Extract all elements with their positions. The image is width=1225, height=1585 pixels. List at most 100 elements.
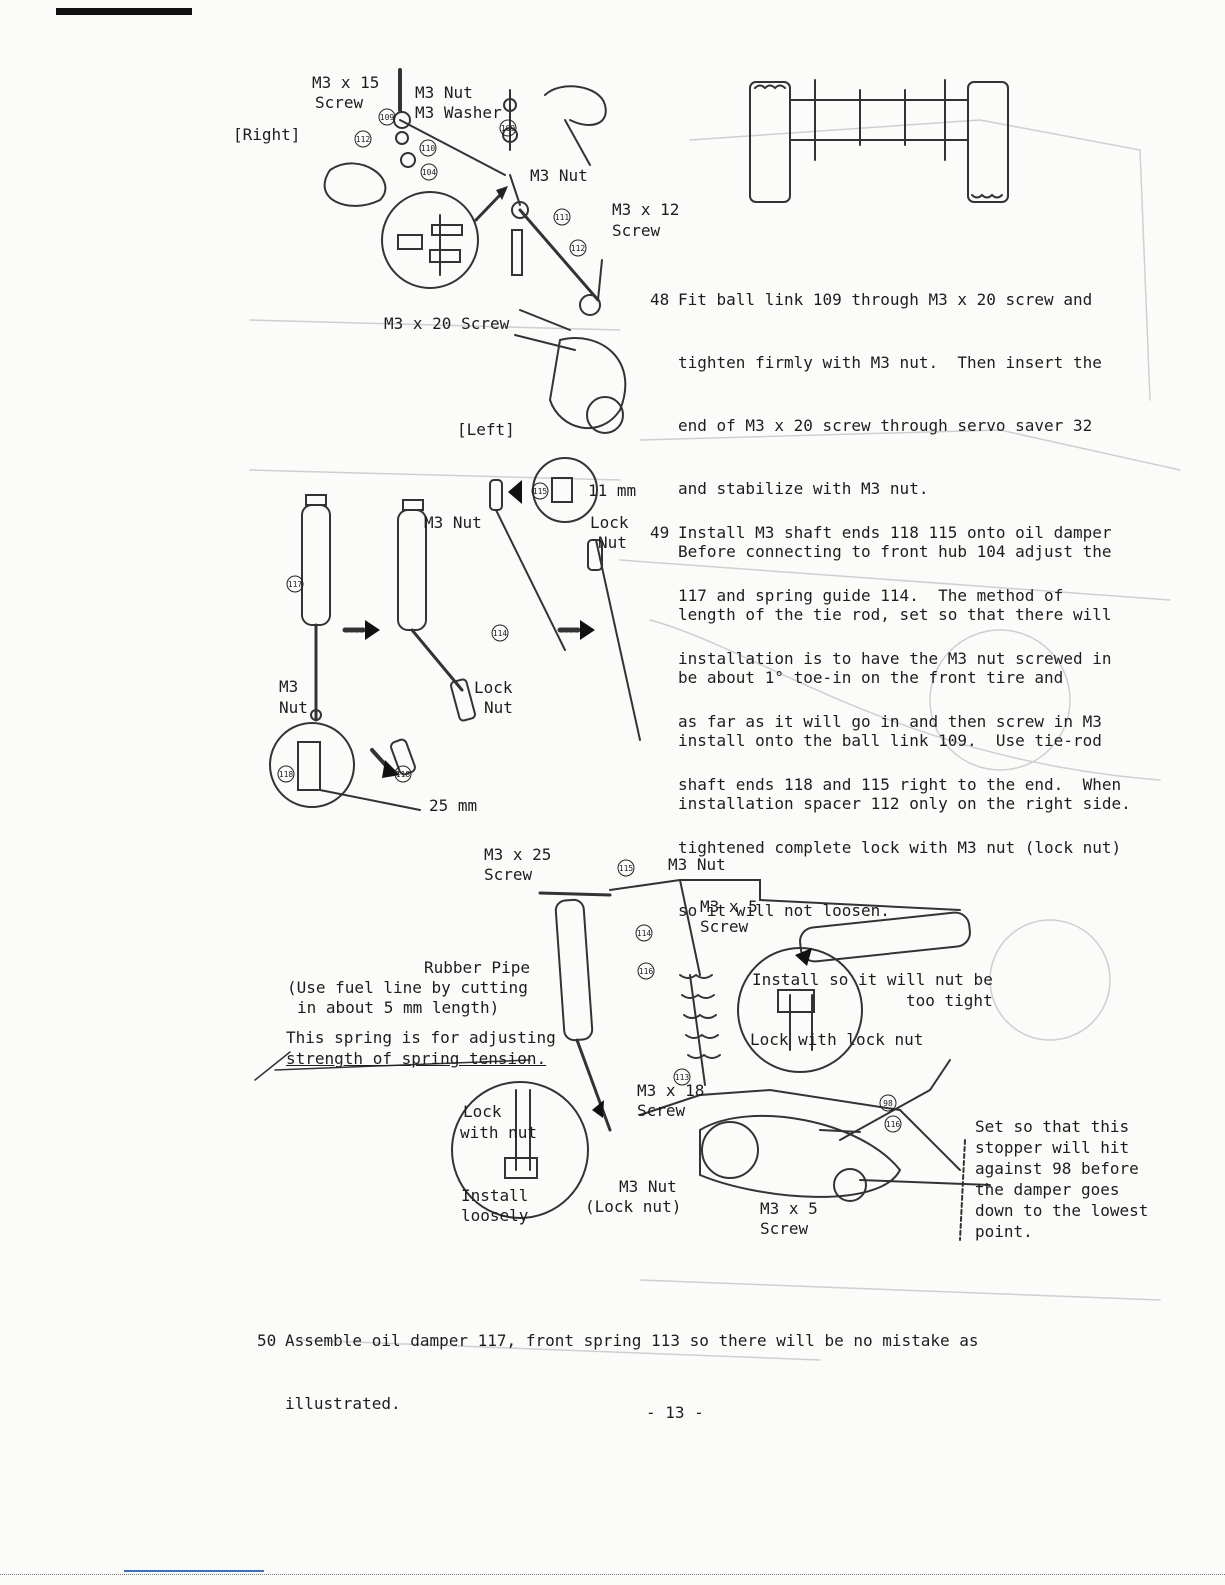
nut-label: Nut [279, 698, 308, 717]
install-note: Install so it will nut be [752, 970, 993, 989]
nut-label: Nut [484, 698, 513, 717]
spring-adjust-note: strength of spring tension. [286, 1049, 547, 1068]
stopper-note: Set so that this [975, 1117, 1130, 1136]
step-line: shaft ends 118 and 115 right to the end.… [678, 775, 1122, 794]
page-number: - 13 - [646, 1403, 704, 1422]
screw-label: Screw [760, 1219, 809, 1238]
step-line: end of M3 x 20 screw through servo saver… [678, 416, 1093, 435]
right-side-label: [Right] [233, 125, 301, 144]
part-number: 112 [356, 135, 371, 144]
part-number: 109 [380, 113, 395, 122]
m3-nut-label: M3 Nut [530, 166, 588, 185]
part-number: 114 [493, 629, 508, 638]
spring-adjust-note: This spring is for adjusting [286, 1028, 556, 1047]
step-number: 48 [650, 290, 670, 309]
steering-linkage [323, 68, 627, 434]
step-48: 48 Fit ball link 109 through M3 x 20 scre… [650, 247, 1131, 835]
m3-washer-label: M3 Washer [415, 103, 502, 122]
part-number: 114 [637, 929, 652, 938]
damper-sequence [269, 457, 641, 811]
step-line: Fit ball link 109 through M3 x 20 screw … [678, 290, 1093, 309]
part-number: 112 [571, 244, 586, 253]
screw-label: Screw [700, 917, 749, 936]
step-line: Install M3 shaft ends 118 115 onto oil d… [678, 523, 1112, 542]
screw-label: Screw [612, 221, 661, 240]
lock-label: Lock [463, 1102, 502, 1121]
m3x5-label: M3 x 5 [760, 1199, 818, 1218]
part-number: 109 [501, 124, 516, 133]
lock-label: Lock [590, 513, 629, 532]
step-line: and stabilize with M3 nut. [678, 479, 929, 498]
m3x15-label: M3 x 15 [312, 73, 380, 92]
step-line: installation spacer 112 only on the righ… [678, 794, 1131, 813]
chassis-top-view [749, 79, 1009, 203]
fuel-line-note: in about 5 mm length) [297, 998, 500, 1017]
bottom-blue-bar [124, 1570, 264, 1572]
part-number: 115 [533, 487, 548, 496]
step-line: length of the tie rod, set so that there… [678, 605, 1112, 624]
install-note: too tight [906, 991, 993, 1010]
step-line: install onto the ball link 109. Use tie-… [678, 731, 1102, 750]
stopper-note: against 98 before [975, 1159, 1139, 1178]
m3x20-screw-label: M3 x 20 Screw [384, 314, 510, 333]
stopper-note: point. [975, 1222, 1033, 1241]
part-badge: 109 112 110 104 109 111 112 117 114 118 118 115 114 1… [277, 108, 902, 1133]
step-line: installation is to have the M3 nut screw… [678, 649, 1112, 668]
step-50: 50 Assemble oil damper 117, front spring … [257, 1288, 979, 1435]
nut-label: Nut [598, 533, 627, 552]
left-side-label: [Left] [457, 420, 515, 439]
m3-nut-label: M3 Nut [415, 83, 473, 102]
fuel-line-note: (Use fuel line by cutting [287, 978, 528, 997]
m3-nut-label: M3 Nut [668, 855, 726, 874]
part-number: 116 [886, 1120, 901, 1129]
step-line: as far as it will go in and then screw i… [678, 712, 1102, 731]
part-number: 118 [396, 770, 411, 779]
bottom-dotted-line [0, 1574, 1225, 1575]
step-line: Before connecting to front hub 104 adjus… [678, 542, 1112, 561]
install-loosely-label: loosely [461, 1206, 529, 1225]
step-line: 117 and spring guide 114. The method of [678, 586, 1064, 605]
stopper-note: stopper will hit [975, 1138, 1130, 1157]
lock-label: Lock [474, 678, 513, 697]
m3x12-label: M3 x 12 [612, 200, 680, 219]
step-line: Assemble oil damper 117, front spring 11… [285, 1331, 979, 1350]
step-number: 49 [650, 523, 670, 542]
top-black-bar [56, 8, 192, 15]
part-number: 111 [555, 213, 570, 222]
with-nut-label: with nut [460, 1123, 538, 1142]
stopper-note: the damper goes [975, 1180, 1120, 1199]
m3x18-label: M3 x 18 [637, 1081, 705, 1100]
step-line: so it will not loosen. [678, 901, 890, 920]
lower-assembly [254, 878, 991, 1241]
part-number: 115 [619, 864, 634, 873]
m3-nut-label: M3 Nut [619, 1177, 677, 1196]
rubber-pipe-label: Rubber Pipe [424, 958, 530, 977]
lock-nut-label: (Lock nut) [585, 1197, 682, 1216]
step-line: illustrated. [285, 1394, 401, 1413]
step-line: tightened complete lock with M3 nut (loc… [678, 838, 1122, 857]
step-line: tighten firmly with M3 nut. Then insert … [678, 353, 1102, 372]
part-number: 113 [675, 1073, 690, 1082]
part-number: 117 [288, 580, 303, 589]
step-number: 50 [257, 1331, 277, 1350]
part-number: 98 [883, 1099, 893, 1108]
lock-with-lock-nut-note: Lock with lock nut [750, 1030, 924, 1049]
m3x5-label: M3 x 5 [700, 897, 758, 916]
screw-label: Screw [484, 865, 533, 884]
m3-nut-label: M3 Nut [424, 513, 482, 532]
25mm-label: 25 mm [429, 796, 478, 815]
step-line: be about 1° toe-in on the front tire and [678, 668, 1064, 687]
m3x25-label: M3 x 25 [484, 845, 552, 864]
m3-label: M3 [279, 677, 299, 696]
step-49: 49 Install M3 shaft ends 118 115 onto oil… [650, 480, 1121, 942]
part-number: 118 [279, 770, 294, 779]
screw-label: Screw [315, 93, 364, 112]
part-number: 116 [639, 967, 654, 976]
install-loosely-label: Install [461, 1186, 529, 1205]
stopper-note: down to the lowest [975, 1201, 1149, 1220]
part-number: 110 [421, 144, 436, 153]
part-number: 104 [422, 168, 437, 177]
screw-label: Screw [637, 1101, 686, 1120]
11mm-label: 11 mm [588, 481, 637, 500]
